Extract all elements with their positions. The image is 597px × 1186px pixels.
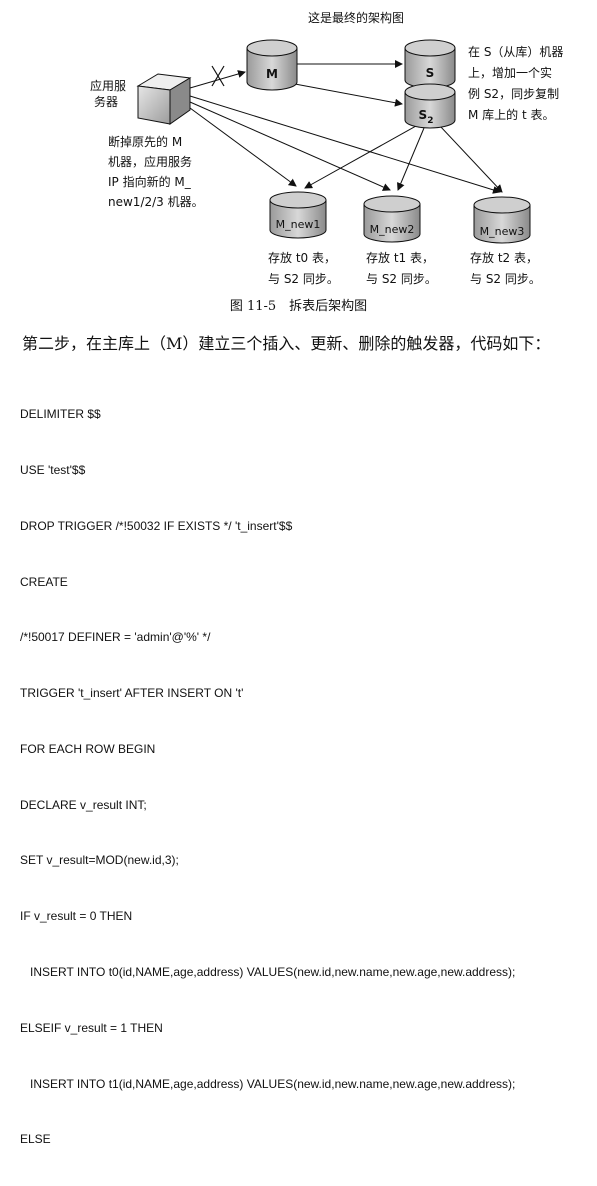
db-cylinder-s: [404, 39, 456, 89]
db-cylinder-m-new2: [363, 195, 421, 243]
app-server-label-line2: 务器: [94, 94, 118, 109]
db-cylinder-m: [246, 39, 298, 91]
app-server-box: [136, 73, 192, 125]
code-block: DELIMITER $$ USE 'test'$$ DROP TRIGGER /…: [20, 368, 590, 1186]
code-line: ELSE: [20, 1132, 51, 1147]
new-db-note-line: 与 S2 同步。: [366, 272, 437, 286]
cut-mark-icon: [211, 65, 225, 87]
db-m-label: M: [266, 67, 278, 81]
code-line: DECLARE v_result INT;: [20, 797, 147, 812]
architecture-diagram: 这是最终的架构图 应用服: [90, 10, 563, 286]
code-line: TRIGGER 't_insert' AFTER INSERT ON 't': [20, 686, 244, 701]
left-note-line: new1/2/3 机器。: [108, 195, 204, 209]
db-s2-sub: 2: [427, 116, 433, 126]
code-line: DROP TRIGGER /*!50032 IF EXISTS */ 't_in…: [20, 518, 293, 533]
db-cylinder-m-new3: [473, 196, 531, 244]
connection-lines: [189, 60, 503, 194]
new-db-note-line: 与 S2 同步。: [470, 272, 541, 286]
diagram-title: 这是最终的架构图: [308, 10, 404, 25]
code-line: INSERT INTO t0(id,NAME,age,address) VALU…: [20, 965, 516, 979]
code-line: SET v_result=MOD(new.id,3);: [20, 853, 179, 868]
right-note-line: 在 S（从库）机器: [468, 44, 563, 59]
new-db-note-line: 存放 t0 表，: [268, 250, 336, 265]
code-line: DELIMITER $$: [20, 407, 101, 422]
left-note-line: IP 指向新的 M_: [108, 174, 192, 189]
code-line: CREATE: [20, 574, 68, 589]
step-paragraph: 第二步，在主库上（M）建立三个插入、更新、删除的触发器，代码如下：: [22, 334, 551, 353]
right-note: 在 S（从库）机器 上，增加一个实 例 S2，同步复制 M 库上的 t 表。: [468, 44, 563, 122]
db-m-new3-label: M_new3: [480, 225, 525, 238]
db-m-new2-label: M_new2: [370, 223, 415, 236]
db-cylinder-s2: [404, 83, 456, 129]
code-line: ELSEIF v_result = 1 THEN: [20, 1020, 163, 1035]
db-cylinder-m-new1: [269, 191, 327, 239]
new-db-note-line: 存放 t1 表，: [366, 250, 434, 265]
document-page: 这是最终的架构图 应用服: [20, 10, 563, 1146]
new-db-note-line: 与 S2 同步。: [268, 272, 339, 286]
code-line: FOR EACH ROW BEGIN: [20, 741, 156, 756]
db-s2-label: S2: [419, 108, 434, 126]
figure-caption: 图 11-5 拆表后架构图: [229, 299, 368, 314]
code-line: USE 'test'$$: [20, 462, 86, 477]
left-note: 断掉原先的 M 机器，应用服务 IP 指向新的 M_ new1/2/3 机器。: [108, 134, 204, 209]
right-note-line: 例 S2，同步复制: [468, 87, 559, 101]
db-m-new1-label: M_new1: [276, 218, 321, 231]
app-server-label-line1: 应用服: [90, 78, 126, 93]
left-note-line: 机器，应用服务: [108, 154, 192, 169]
new-db-notes: 存放 t0 表， 与 S2 同步。 存放 t1 表， 与 S2 同步。 存放 t…: [268, 250, 541, 286]
right-note-line: 上，增加一个实: [468, 65, 552, 80]
new-db-note-line: 存放 t2 表，: [470, 250, 538, 265]
db-s2-main: S: [419, 108, 428, 122]
left-note-line: 断掉原先的 M: [108, 134, 182, 149]
right-note-line: M 库上的 t 表。: [468, 107, 555, 122]
code-line: /*!50017 DEFINER = 'admin'@'%' */: [20, 630, 211, 645]
code-line: IF v_result = 0 THEN: [20, 909, 133, 924]
db-s-label: S: [426, 66, 435, 80]
code-line: INSERT INTO t1(id,NAME,age,address) VALU…: [20, 1076, 516, 1091]
